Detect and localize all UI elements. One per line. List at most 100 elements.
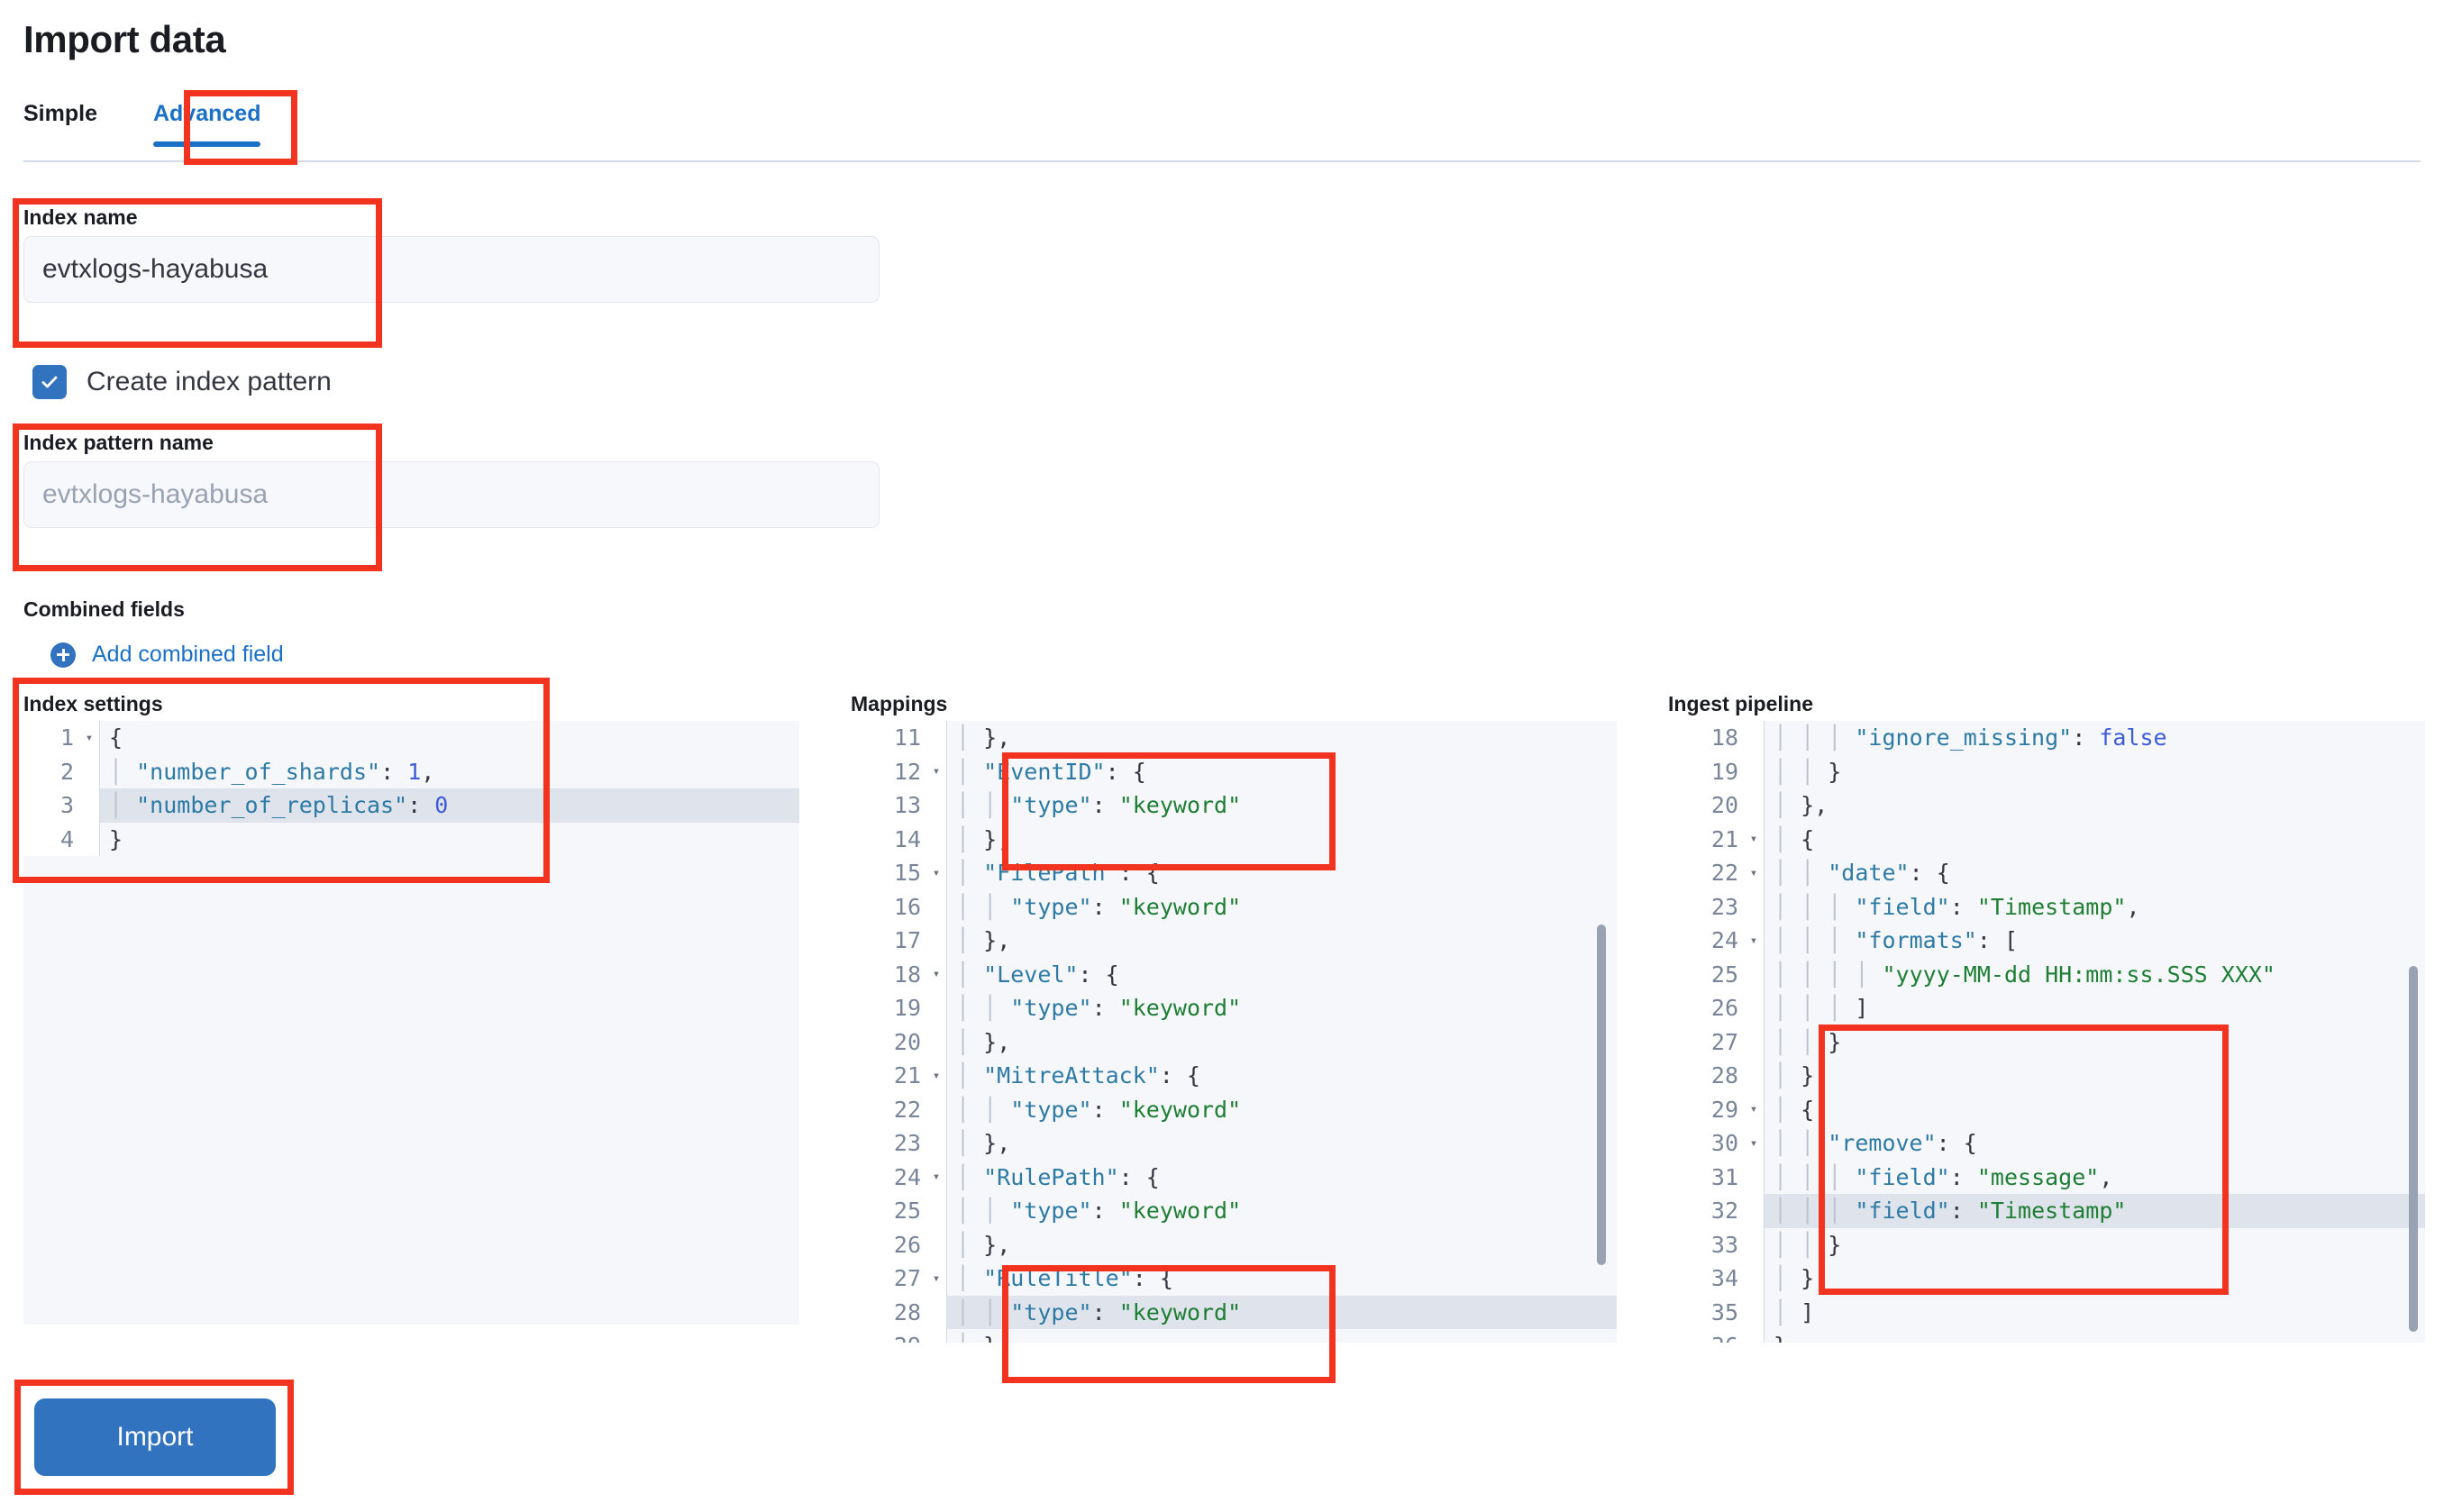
ingest-pipeline-scrollbar[interactable] xyxy=(2409,966,2418,1332)
code-line[interactable]: 24▾│ │ │ "formats": [ xyxy=(1668,924,2425,958)
code-text: } xyxy=(1765,1329,2425,1343)
code-line[interactable]: 2│ "number_of_shards": 1, xyxy=(23,754,799,788)
code-line[interactable]: 4} xyxy=(23,822,799,856)
code-text: } xyxy=(109,825,123,852)
code-line[interactable]: 26│ │ │ ] xyxy=(1668,991,2425,1025)
tab-simple[interactable]: Simple xyxy=(23,101,97,126)
fold-spacer xyxy=(926,721,946,755)
gutter-divider xyxy=(946,788,947,823)
fold-arrow-icon[interactable]: ▾ xyxy=(1744,822,1764,856)
code-line[interactable]: 27▾│ "RuleTitle": { xyxy=(851,1262,1617,1296)
page-title: Import data xyxy=(23,18,226,60)
code-text: │ { xyxy=(1774,825,1815,852)
code-line[interactable]: 19│ │ } xyxy=(1668,754,2425,788)
fold-arrow-icon[interactable]: ▾ xyxy=(926,754,946,788)
code-line[interactable]: 25│ │ "type": "keyword" xyxy=(851,1194,1617,1228)
gutter-divider xyxy=(946,1025,947,1059)
gutter-divider xyxy=(946,1194,947,1228)
code-line[interactable]: 34│ } xyxy=(1668,1262,2425,1296)
line-number: 23 xyxy=(1668,889,1744,924)
code-text: │ }, xyxy=(956,1231,1011,1258)
code-text: │ { xyxy=(1774,1096,1815,1123)
gutter-divider xyxy=(946,822,947,856)
create-index-pattern-row[interactable]: Create index pattern xyxy=(32,365,332,399)
index-settings-editor[interactable]: 1▾{2│ "number_of_shards": 1,3│ "number_o… xyxy=(23,721,799,1325)
line-number: 17 xyxy=(851,924,926,958)
fold-arrow-icon[interactable]: ▾ xyxy=(926,1262,946,1296)
fold-spacer xyxy=(1744,1160,1764,1194)
gutter-divider xyxy=(1764,822,1765,856)
gutter-divider xyxy=(1764,788,1765,823)
fold-arrow-icon[interactable]: ▾ xyxy=(1744,1092,1764,1126)
code-text: │ │ │ "field": "Timestamp", xyxy=(1774,893,2140,920)
code-line[interactable]: 36} xyxy=(1668,1329,2425,1343)
code-line[interactable]: 22▾│ │ "date": { xyxy=(1668,856,2425,890)
code-line[interactable]: 28│ }, xyxy=(1668,1059,2425,1093)
code-line[interactable]: 11│ }, xyxy=(851,721,1617,755)
code-line[interactable]: 13│ │ "type": "keyword" xyxy=(851,788,1617,823)
line-number: 23 xyxy=(851,1126,926,1161)
fold-arrow-icon[interactable]: ▾ xyxy=(1744,924,1764,958)
code-line[interactable]: 22│ │ "type": "keyword" xyxy=(851,1092,1617,1126)
gutter-divider xyxy=(1764,1160,1765,1194)
add-combined-field-button[interactable]: Add combined field xyxy=(50,642,284,668)
code-line[interactable]: 32 │ │ │ "field": "Timestamp" xyxy=(1668,1194,2425,1228)
code-line[interactable]: 35│ ] xyxy=(1668,1295,2425,1329)
code-line[interactable]: 1▾{ xyxy=(23,721,799,755)
code-line[interactable]: 23 │ │ │ "field": "Timestamp", xyxy=(1668,889,2425,924)
line-number: 32 xyxy=(1668,1194,1744,1228)
code-line[interactable]: 29▾ │ { xyxy=(1668,1092,2425,1126)
fold-arrow-icon[interactable]: ▾ xyxy=(926,957,946,991)
code-line[interactable]: 17│ }, xyxy=(851,924,1617,958)
code-line[interactable]: 23│ }, xyxy=(851,1126,1617,1161)
code-line[interactable]: 19│ │ "type": "keyword" xyxy=(851,991,1617,1025)
code-line[interactable]: 27│ │ } xyxy=(1668,1025,2425,1059)
import-button[interactable]: Import xyxy=(34,1398,276,1476)
fold-arrow-icon[interactable]: ▾ xyxy=(1744,856,1764,890)
combined-fields-label: Combined fields xyxy=(23,597,185,621)
code-line[interactable]: 30▾│ │ "remove": { xyxy=(1668,1126,2425,1161)
code-line[interactable]: 28│ │ "type": "keyword" xyxy=(851,1295,1617,1329)
fold-arrow-icon[interactable]: ▾ xyxy=(926,1059,946,1093)
code-line[interactable]: 24▾│ "RulePath": { xyxy=(851,1160,1617,1194)
mappings-scrollbar[interactable] xyxy=(1597,925,1606,1265)
gutter-divider xyxy=(1764,721,1765,755)
fold-spacer xyxy=(926,822,946,856)
index-name-input[interactable]: evtxlogs-hayabusa xyxy=(23,236,880,303)
checkbox-checked-icon[interactable] xyxy=(32,365,67,399)
gutter-divider xyxy=(1764,991,1765,1025)
code-line[interactable]: 14│ }, xyxy=(851,822,1617,856)
code-text: │ │ "type": "keyword" xyxy=(956,792,1242,819)
fold-arrow-icon[interactable]: ▾ xyxy=(79,721,99,755)
code-line[interactable]: 20│ }, xyxy=(1668,788,2425,823)
fold-arrow-icon[interactable]: ▾ xyxy=(1744,1126,1764,1161)
fold-arrow-icon[interactable]: ▾ xyxy=(926,856,946,890)
index-pattern-name-input[interactable]: evtxlogs-hayabusa xyxy=(23,461,880,528)
code-line[interactable]: 26│ }, xyxy=(851,1227,1617,1262)
code-line[interactable]: 25│ │ │ │ "yyyy-MM-dd HH:mm:ss.SSS XXX" xyxy=(1668,957,2425,991)
add-combined-field-label: Add combined field xyxy=(92,642,284,667)
fold-spacer xyxy=(1744,957,1764,991)
fold-spacer xyxy=(1744,1295,1764,1329)
code-line[interactable]: 16│ │ "type": "keyword" xyxy=(851,889,1617,924)
code-text: │ │ │ "field": "Timestamp" xyxy=(1774,1198,2127,1225)
code-line[interactable]: 18▾│ "Level": { xyxy=(851,957,1617,991)
code-line[interactable]: 12▾│ "EventID": { xyxy=(851,754,1617,788)
code-line[interactable]: 31│ │ │ "field": "message", xyxy=(1668,1160,2425,1194)
code-line[interactable]: 18│ │ │ "ignore_missing": false xyxy=(1668,721,2425,755)
line-number: 19 xyxy=(851,991,926,1025)
code-line[interactable]: 20│ }, xyxy=(851,1025,1617,1059)
tab-bar: Simple Advanced xyxy=(23,101,287,147)
code-line[interactable]: 15▾│ "FilePath": { xyxy=(851,856,1617,890)
code-line[interactable]: 21▾│ { xyxy=(1668,822,2425,856)
code-line[interactable]: 3│ "number_of_replicas": 0 xyxy=(23,788,799,823)
line-number: 29 xyxy=(1668,1092,1744,1126)
code-line[interactable]: 33│ │ } xyxy=(1668,1227,2425,1262)
mappings-editor[interactable]: 11│ },12▾│ "EventID": {13│ │ "type": "ke… xyxy=(851,721,1617,1343)
line-number: 34 xyxy=(1668,1262,1744,1296)
code-line[interactable]: 21▾│ "MitreAttack": { xyxy=(851,1059,1617,1093)
tab-advanced[interactable]: Advanced xyxy=(124,101,287,147)
fold-arrow-icon[interactable]: ▾ xyxy=(926,1160,946,1194)
code-line[interactable]: 29│ }, xyxy=(851,1329,1617,1343)
